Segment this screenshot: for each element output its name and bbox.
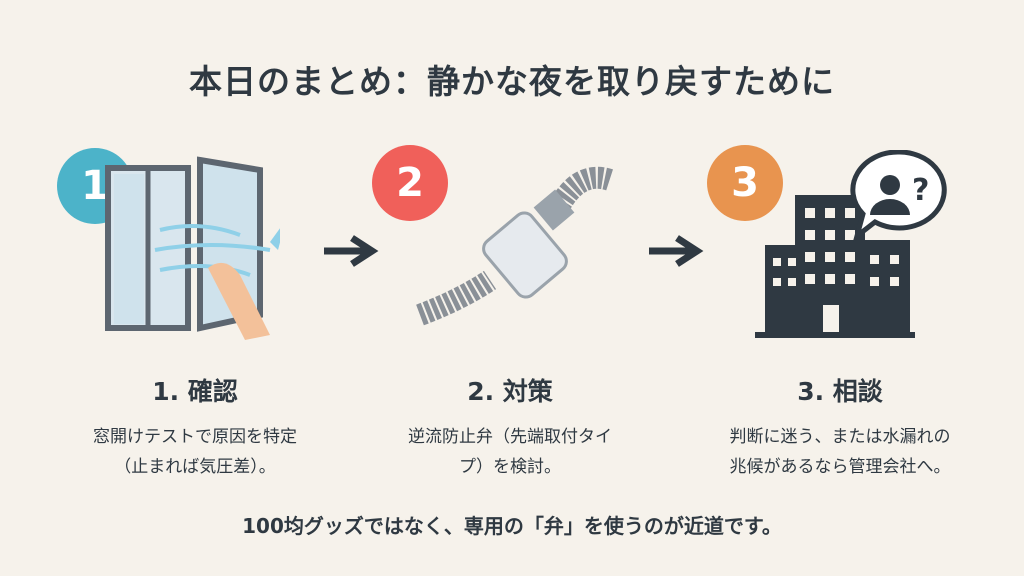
desc-line: 兆候があるなら管理会社へ。 <box>729 457 951 477</box>
step-3-heading: 3. 相談 <box>797 377 883 406</box>
desc-line: プ）を検討。 <box>459 457 561 477</box>
bottom-note: 100均グッズではなく、専用の「弁」を使うのが近道です。 <box>242 514 782 538</box>
desc-line: （止まれば気圧差）。 <box>114 457 276 477</box>
step-3-description: 判断に迷う、または水漏れの 兆候があるなら管理会社へ。 <box>680 422 1000 482</box>
arrow-right-icon <box>324 235 379 267</box>
arrow-right-icon <box>649 235 704 267</box>
question-mark: ? <box>912 173 929 208</box>
step-3-number-badge: 3 <box>707 145 783 221</box>
desc-line: 逆流防止弁（先端取付タイ <box>408 427 612 447</box>
step-2-heading: 2. 対策 <box>467 377 553 406</box>
page-title: 本日のまとめ：静かな夜を取り戻すために <box>189 62 835 101</box>
step-2-number-badge: 2 <box>372 145 448 221</box>
check-valve-hose-icon <box>416 166 614 326</box>
desc-line: 判断に迷う、または水漏れの <box>729 427 951 447</box>
step-1-description: 窓開けテストで原因を特定 （止まれば気圧差）。 <box>35 422 355 482</box>
step-2-description: 逆流防止弁（先端取付タイ プ）を検討。 <box>350 422 670 482</box>
step-1-heading: 1. 確認 <box>152 377 238 406</box>
open-window-icon <box>105 156 280 340</box>
building-inquiry-icon: ? <box>755 150 947 338</box>
desc-line: 窓開けテストで原因を特定 <box>93 427 297 447</box>
